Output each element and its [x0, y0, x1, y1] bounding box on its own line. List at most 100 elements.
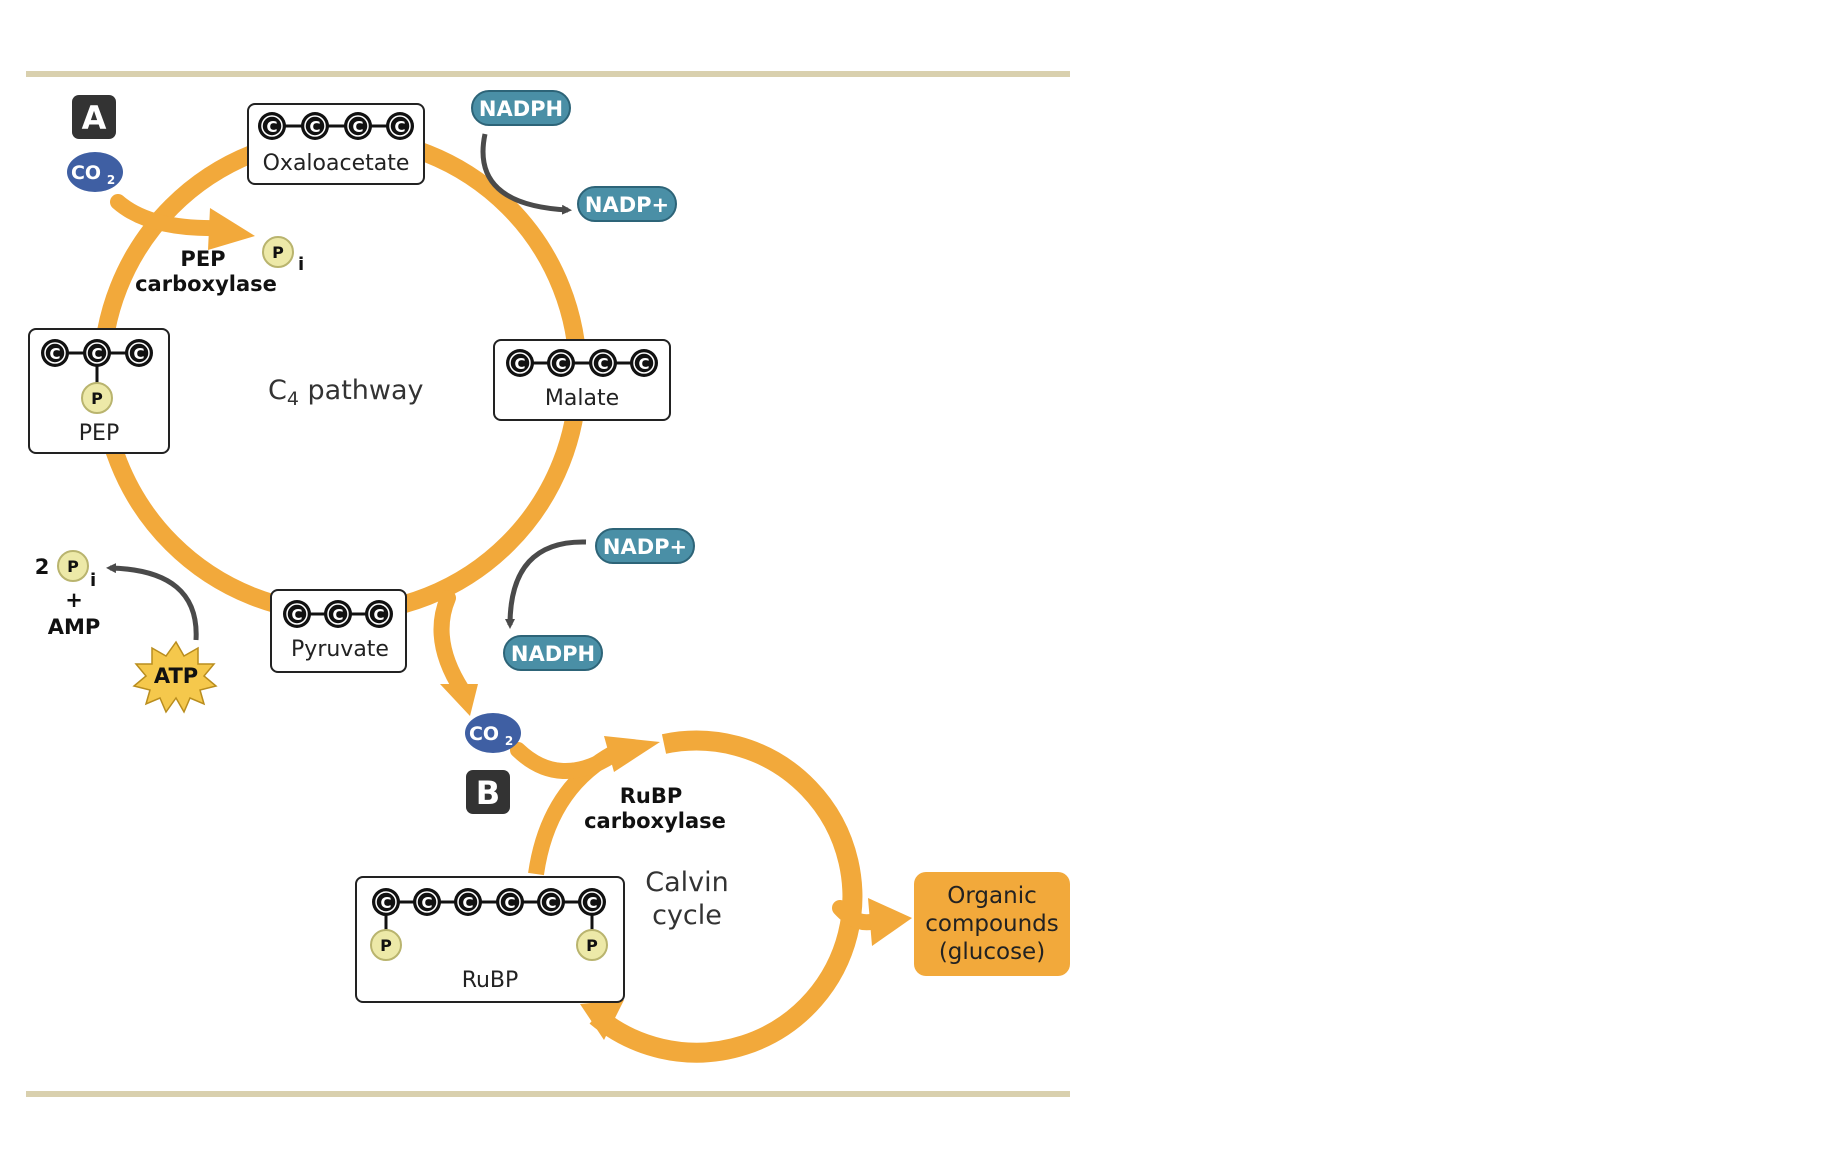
carbon-atom: C [283, 600, 311, 628]
svg-text:C: C [597, 355, 608, 373]
carbon-atom: C [372, 888, 400, 916]
marker-a: A [72, 95, 116, 139]
svg-text:C: C [545, 894, 556, 912]
svg-text:C: C [266, 118, 277, 136]
organic-compounds-box: Organic compounds (glucose) [914, 872, 1070, 976]
carbon-atom: C [258, 112, 286, 140]
calvin-label-1: Calvin [645, 867, 729, 898]
svg-text:C: C [394, 118, 405, 136]
pyruvate-exit-arrow [433, 590, 470, 698]
rubp-carboxylase-label-2: carboxylase [584, 809, 726, 833]
atp-to-amp-arrow [106, 563, 199, 641]
carbon-atom: C [506, 349, 534, 377]
co2-b-arrowhead [604, 736, 660, 772]
svg-text:P: P [380, 936, 392, 955]
svg-text:NADPH: NADPH [511, 642, 595, 666]
marker-b: B [466, 770, 510, 814]
co2-oval-b: CO 2 [465, 713, 521, 753]
svg-text:C: C [133, 345, 144, 363]
pyruvate-box: C C C Pyruvate [270, 589, 407, 673]
atp-starburst: ATP [132, 640, 218, 714]
svg-text:C: C [380, 894, 391, 912]
phosphate-inorganic-top: P i [262, 236, 304, 275]
svg-text:C: C [352, 118, 363, 136]
pyruvate-exit-arrowhead [440, 684, 478, 716]
pep-carboxylase-label-1: PEP [180, 247, 225, 271]
rubp-carboxylase-label-1: RuBP [620, 784, 683, 808]
calvin-cycle-ring [589, 730, 863, 1063]
nadph-pill-bottom: NADPH [503, 635, 603, 671]
carbon-atom: C [365, 600, 393, 628]
c4-pathway-label: C4 pathway [268, 375, 424, 410]
atp-label: ATP [154, 664, 198, 688]
svg-text:P: P [272, 243, 284, 262]
svg-text:NADP+: NADP+ [585, 193, 669, 217]
svg-text:i: i [90, 570, 96, 591]
svg-text:C: C [332, 606, 343, 624]
carbon-atom: C [537, 888, 565, 916]
carbon-atom: C [454, 888, 482, 916]
svg-text:C: C [462, 894, 473, 912]
output-line-2: compounds [925, 911, 1059, 937]
phosphate-group: P [81, 382, 113, 414]
svg-text:C: C [309, 118, 320, 136]
svg-text:B: B [476, 774, 500, 812]
carbon-atom: C [386, 112, 414, 140]
output-arrowhead [868, 898, 912, 946]
carbon-atom: C [547, 349, 575, 377]
carbon-atom: C [496, 888, 524, 916]
co2-input-arrow [110, 194, 228, 237]
carbon-atom: C [125, 339, 153, 367]
svg-text:2: 2 [505, 734, 513, 748]
svg-text:C: C [91, 345, 102, 363]
calvin-return-arrowhead [580, 1000, 624, 1040]
nadp-to-nadph-arrow [505, 539, 587, 629]
carbon-atom: C [630, 349, 658, 377]
carbon-atom: C [413, 888, 441, 916]
carbon-atom: C [344, 112, 372, 140]
svg-text:C: C [504, 894, 515, 912]
amp-products: 2 P i + AMP [35, 550, 101, 639]
rubp-label: RuBP [462, 968, 519, 993]
svg-text:A: A [82, 99, 107, 137]
svg-text:C: C [555, 355, 566, 373]
nadph-to-nadp-arrow [480, 133, 572, 215]
pep-box: C C C P PEP [28, 328, 170, 454]
oxaloacetate-box: C C C C Oxaloacetate [247, 103, 425, 185]
phosphate-inorganic-bottom: P [57, 550, 89, 582]
calvin-label-2: cycle [652, 900, 722, 931]
svg-text:CO: CO [71, 162, 101, 184]
output-line-1: Organic [947, 883, 1036, 909]
svg-text:+: + [65, 588, 83, 612]
svg-text:2: 2 [107, 173, 115, 187]
co2-input-arrowhead [208, 208, 255, 250]
svg-text:NADP+: NADP+ [603, 535, 687, 559]
top-rule [26, 71, 1070, 77]
svg-text:C: C [373, 606, 384, 624]
carbon-atom: C [83, 339, 111, 367]
malate-label: Malate [545, 386, 619, 411]
svg-text:P: P [586, 936, 598, 955]
svg-text:2: 2 [35, 555, 50, 579]
pep-carboxylase-label-2: carboxylase [135, 272, 277, 296]
co2-oval-a: CO 2 [67, 152, 123, 192]
nadph-pill-top: NADPH [471, 90, 571, 126]
bottom-rule [26, 1091, 1070, 1097]
svg-text:P: P [67, 557, 79, 576]
carbon-atom: C [301, 112, 329, 140]
svg-text:C: C [49, 345, 60, 363]
amp-label: AMP [48, 615, 101, 639]
svg-text:i: i [298, 254, 304, 275]
svg-text:CO: CO [469, 723, 499, 745]
nadp-plus-pill-top: NADP+ [577, 186, 677, 222]
output-line-3: (glucose) [939, 939, 1045, 965]
carbon-atom: C [324, 600, 352, 628]
pep-label: PEP [79, 421, 119, 446]
co2-b-arrow [510, 742, 622, 780]
svg-text:C: C [421, 894, 432, 912]
svg-text:C: C [514, 355, 525, 373]
oxaloacetate-label: Oxaloacetate [263, 151, 410, 176]
svg-text:NADPH: NADPH [479, 97, 563, 121]
